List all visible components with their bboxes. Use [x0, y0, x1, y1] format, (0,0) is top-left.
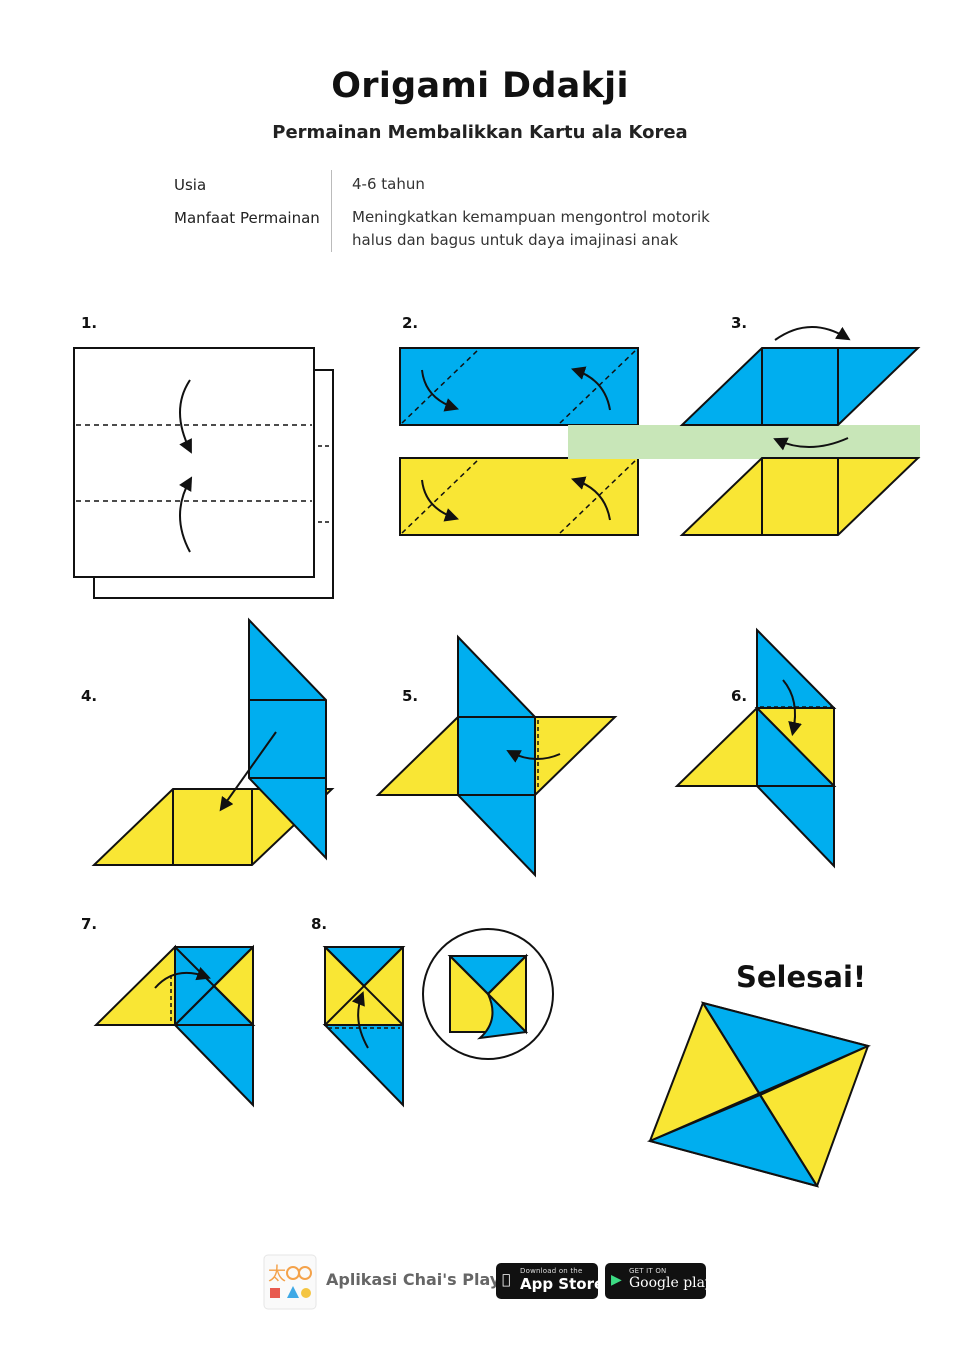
info-divider — [331, 170, 332, 252]
finished-illustration — [646, 1001, 871, 1188]
age-value: 4-6 tahun — [352, 175, 425, 193]
google-play-badge[interactable]: ▶ GET IT ON Google play — [605, 1263, 713, 1299]
step-number-1: 1. — [81, 314, 98, 332]
step-number-7: 7. — [81, 915, 98, 933]
google-play-big-text: Google play — [629, 1275, 713, 1291]
step-3-illustration — [568, 326, 921, 536]
step-4-illustration — [91, 617, 335, 866]
finished-label: Selesai! — [736, 960, 867, 994]
step-8-illustration — [322, 928, 554, 1108]
google-play-icon: ▶ — [611, 1272, 622, 1288]
step-1-illustration — [73, 347, 334, 599]
app-store-small-text: Download on the — [520, 1267, 583, 1275]
step-number-3: 3. — [731, 314, 748, 332]
step-number-6: 6. — [731, 687, 748, 705]
step-2-illustration — [399, 347, 639, 536]
app-name: Aplikasi Chai's Play — [326, 1270, 501, 1289]
step-number-4: 4. — [81, 687, 98, 705]
step-number-8: 8. — [311, 915, 328, 933]
page-title: Origami Ddakji — [331, 66, 629, 106]
step-7-illustration — [93, 944, 256, 1108]
page-subtitle: Permainan Membalikkan Kartu ala Korea — [272, 122, 688, 143]
step-5-illustration — [375, 634, 618, 878]
app-store-badge[interactable]:  Download on the App Store — [496, 1263, 604, 1299]
age-label: Usia — [174, 176, 207, 194]
chais-play-logo-icon: 太 — [263, 1254, 317, 1310]
svg-text:太: 太 — [268, 1264, 286, 1285]
app-store-big-text: App Store — [520, 1275, 605, 1293]
step-number-2: 2. — [402, 314, 419, 332]
step-6-illustration — [674, 627, 837, 869]
google-play-small-text: GET IT ON — [629, 1267, 667, 1275]
benefit-value-line2: halus dan bagus untuk daya imajinasi ana… — [352, 231, 679, 249]
apple-icon:  — [502, 1272, 510, 1288]
benefit-label: Manfaat Permainan — [174, 209, 320, 227]
step-number-5: 5. — [402, 687, 419, 705]
benefit-value-line1: Meningkatkan kemampuan mengontrol motori… — [352, 208, 710, 226]
